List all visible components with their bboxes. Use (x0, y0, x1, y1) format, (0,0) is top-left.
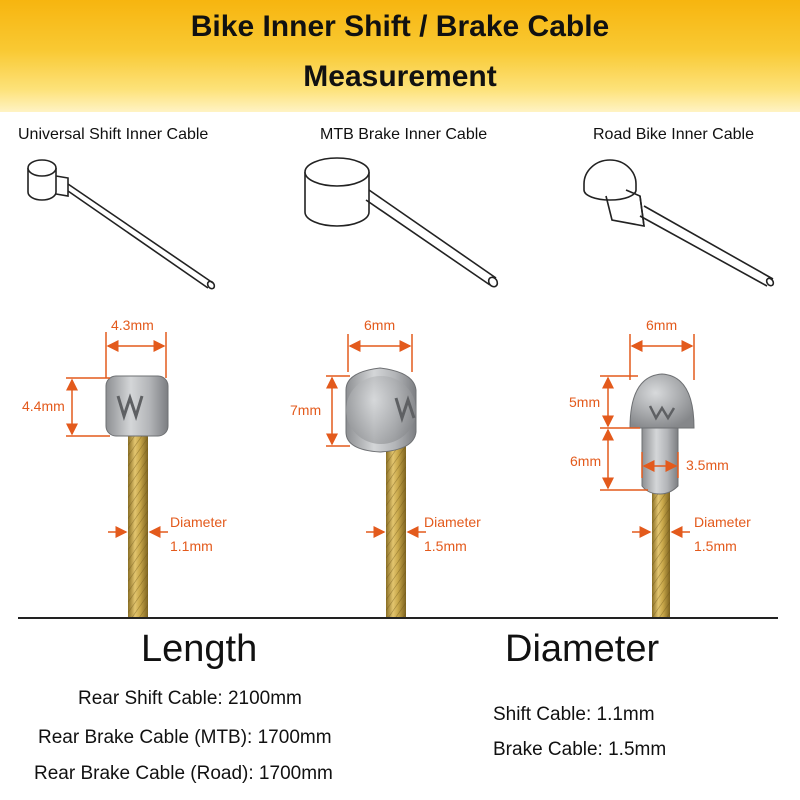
road-cable-drawing (583, 159, 775, 287)
cable-label-shift: Universal Shift Inner Cable (18, 126, 209, 143)
banner-title-line-2: Measurement (303, 60, 497, 93)
shift-cable-drawing (27, 159, 216, 290)
shift-cable-photo (105, 375, 169, 618)
road-cable-photo (629, 373, 695, 618)
mtb-diameter-label: Diameter (424, 514, 481, 530)
length-title: Length (141, 628, 258, 670)
length-line-road: Rear Brake Cable (Road): 1700mm (34, 763, 333, 784)
road-diameter-value: 1.5mm (694, 538, 737, 554)
road-diameter-label: Diameter (694, 514, 751, 530)
shift-head-width-label: 4.3mm (111, 317, 154, 333)
mtb-cable-photo (345, 367, 417, 618)
shift-head-height-label: 4.4mm (22, 398, 65, 414)
road-head-height-label: 5mm (569, 394, 601, 410)
road-neck-width-label: 3.5mm (686, 457, 729, 473)
cable-label-mtb: MTB Brake Inner Cable (320, 126, 488, 143)
mtb-head-height-label: 7mm (290, 402, 322, 418)
mtb-diameter-value: 1.5mm (424, 538, 467, 554)
shift-diameter-value: 1.1mm (170, 538, 213, 554)
diameter-title: Diameter (505, 628, 660, 670)
diameter-line-shift: Shift Cable: 1.1mm (493, 704, 655, 725)
cable-illustrations (27, 157, 775, 618)
length-line-mtb: Rear Brake Cable (MTB): 1700mm (38, 727, 332, 748)
mtb-head-width-label: 6mm (364, 317, 396, 333)
road-head-width-label: 6mm (646, 317, 678, 333)
banner-title-line-1: Bike Inner Shift / Brake Cable (190, 10, 610, 43)
length-line-shift: Rear Shift Cable: 2100mm (78, 688, 302, 709)
cable-label-road: Road Bike Inner Cable (593, 126, 754, 143)
dimension-lines (66, 332, 695, 538)
shift-diameter-label: Diameter (170, 514, 227, 530)
section-divider (18, 617, 778, 619)
road-neck-height-label: 6mm (570, 453, 602, 469)
diameter-line-brake: Brake Cable: 1.5mm (493, 739, 667, 760)
title-banner: Bike Inner Shift / Brake Cable Measureme… (0, 0, 800, 112)
mtb-cable-drawing (304, 157, 499, 288)
